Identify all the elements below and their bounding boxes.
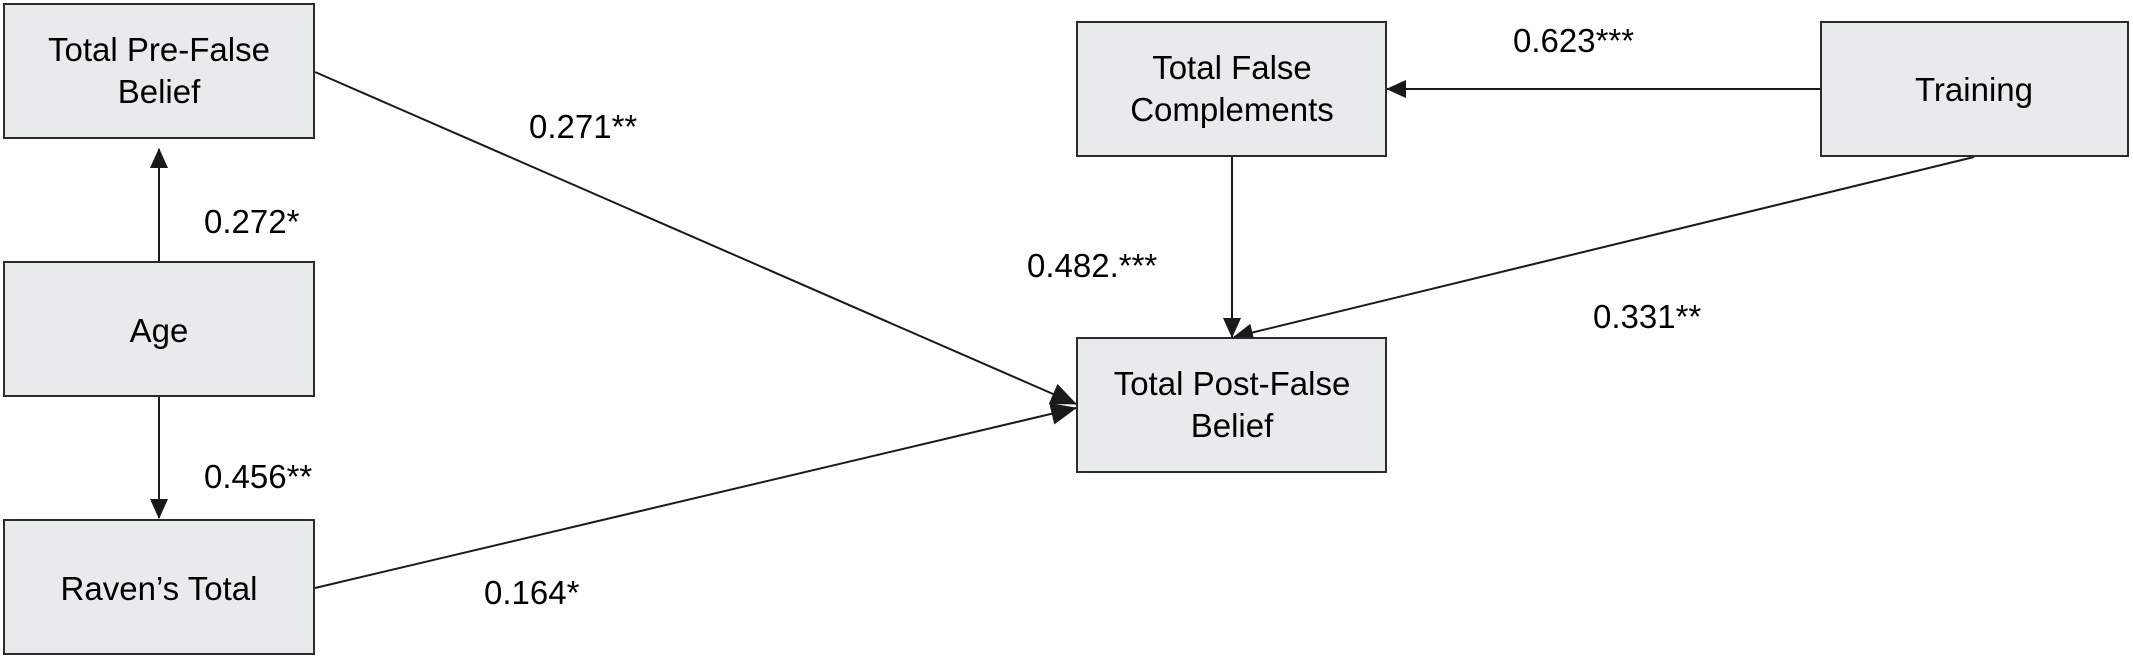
node-training: Training <box>1820 21 2129 157</box>
coef-false-complements-to-post-false-belief: 0.482.*** <box>1027 247 1157 284</box>
coef-age-to-pre-false-belief: 0.272* <box>204 203 300 240</box>
node-total-post-false-belief-label-line2: Belief <box>1191 407 1274 444</box>
node-total-post-false-belief: Total Post-False Belief <box>1076 337 1387 473</box>
node-age: Age <box>3 261 315 397</box>
coef-age-to-ravens-total: 0.456** <box>204 458 312 495</box>
coef-pre-false-belief-to-post-false-belief: 0.271** <box>529 108 637 145</box>
node-training-label: Training <box>1915 71 2033 108</box>
arrow-ravens-total-to-post-false-belief <box>314 403 1077 589</box>
node-total-pre-false-belief: Total Pre-False Belief <box>3 3 315 139</box>
coef-ravens-total-to-post-false-belief: 0.164* <box>484 574 580 611</box>
node-total-false-complements: Total False Complements <box>1076 21 1387 157</box>
node-total-pre-false-belief-label-line2: Belief <box>118 73 201 110</box>
node-total-post-false-belief-label: Total Post-False <box>1114 365 1351 402</box>
node-age-label: Age <box>130 312 189 349</box>
node-total-false-complements-label-line2: Complements <box>1130 91 1334 128</box>
node-ravens-total: Raven’s Total <box>3 519 315 655</box>
arrow-pre-false-belief-to-post-false-belief <box>314 71 1077 405</box>
coef-training-to-false-complements: 0.623*** <box>1513 22 1634 59</box>
node-ravens-total-label: Raven’s Total <box>61 570 258 607</box>
node-total-false-complements-label: Total False <box>1152 49 1312 86</box>
coef-training-to-post-false-belief: 0.331** <box>1593 298 1701 335</box>
node-total-pre-false-belief-label: Total Pre-False <box>48 31 270 68</box>
arrow-training-to-post-false-belief <box>1233 156 1975 342</box>
